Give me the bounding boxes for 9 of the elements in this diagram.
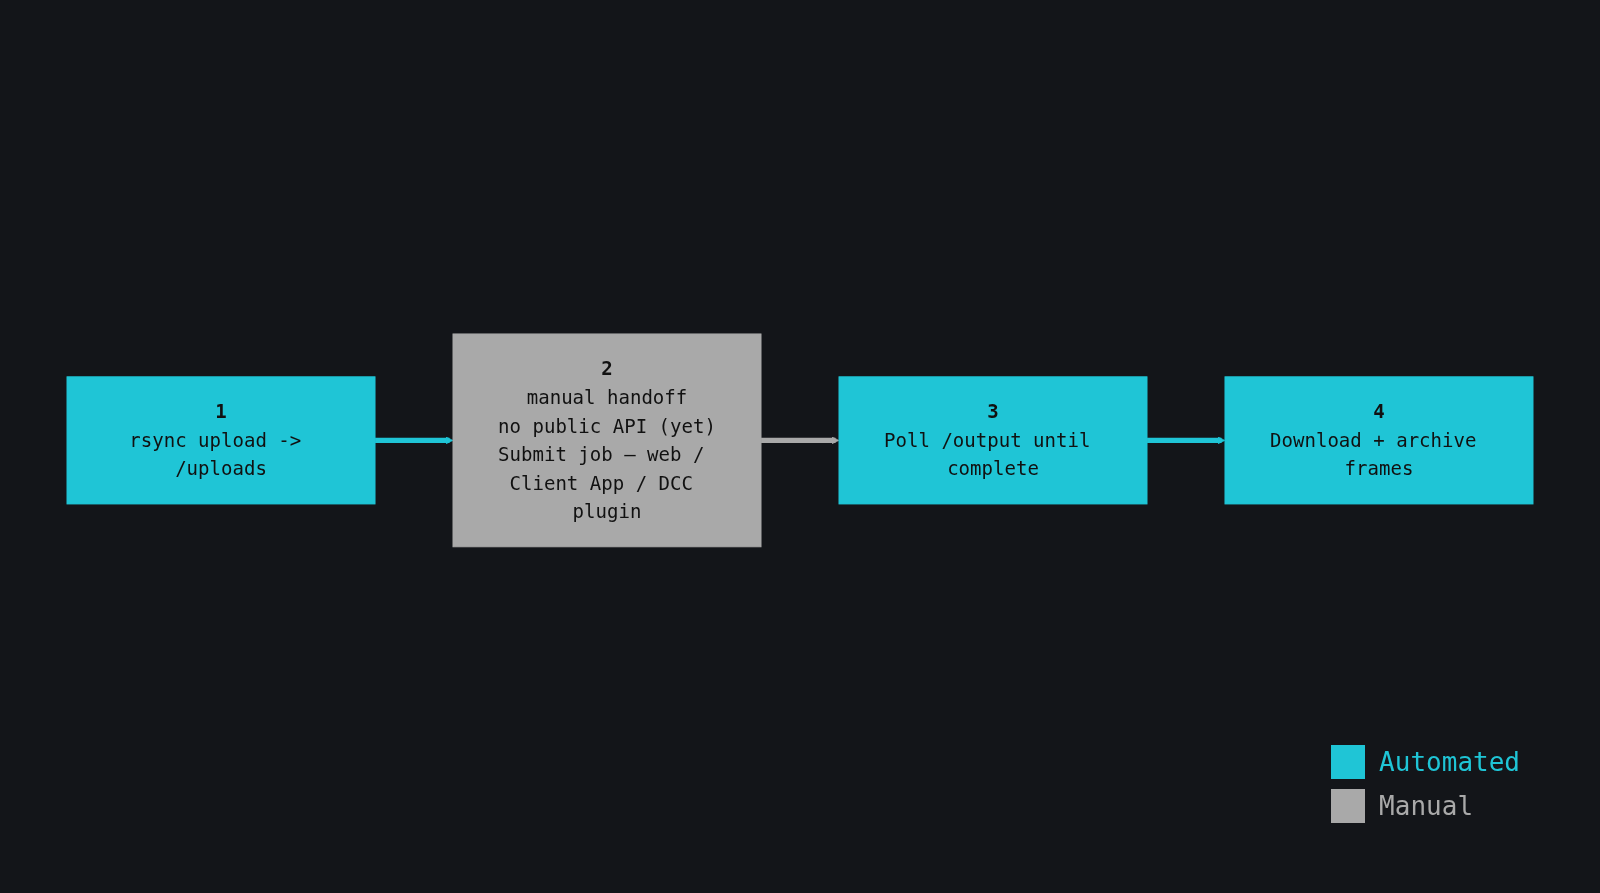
node-box: 4 Download + archive frames	[1224, 375, 1534, 505]
arrow	[761, 436, 840, 444]
node-box: 3 Poll /output until complete	[838, 375, 1148, 505]
node-box: 2 manual handoff no public API (yet) Submit job — web / Client App / DCC plugin	[452, 333, 762, 547]
node-box: 1 rsync upload -> /uploads	[66, 375, 376, 505]
arrow	[1147, 436, 1226, 444]
legend-label: Manual	[1379, 791, 1474, 821]
arrow	[375, 436, 454, 444]
legend-label: Automated	[1379, 747, 1520, 777]
